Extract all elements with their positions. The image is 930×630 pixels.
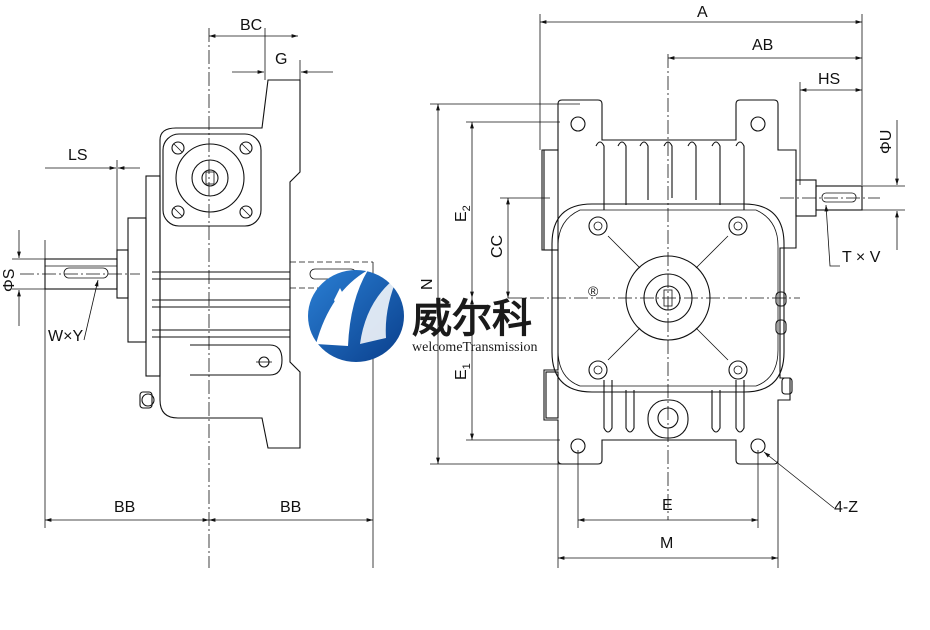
logo-english-text: welcomeTransmission [412, 340, 537, 355]
dim-cc-label: CC [489, 235, 506, 258]
dim-z-label: 4-Z [834, 499, 858, 516]
dim-wy-label: W×Y [48, 328, 83, 345]
dim-hs-label: HS [818, 71, 840, 88]
brand-logo: 威尔科 ® welcomeTransmission [308, 270, 599, 362]
dim-bb-left-label: BB [114, 499, 135, 516]
dim-g-label: G [275, 51, 287, 68]
dim-ab-label: AB [752, 37, 773, 54]
dim-s-label: ΦS [1, 269, 18, 292]
dim-bc-label: BC [240, 17, 262, 34]
side-view: BC G LS ΦS W×Y BB BB [1, 17, 374, 568]
dim-e-label: E [662, 497, 673, 514]
logo-chinese-text: 威尔科 [412, 296, 532, 342]
front-view: A AB HS ΦU T × V N E2 CC E1 E M [419, 4, 905, 568]
dim-m-label: M [660, 535, 673, 552]
dim-e1-label: E [453, 369, 470, 380]
dim-e2-subscript: 2 [461, 205, 473, 211]
logo-registered-mark: ® [588, 283, 599, 299]
dim-e2-label: E [453, 211, 470, 222]
dim-tv-label: T × V [842, 249, 881, 266]
dim-n-label: N [419, 278, 436, 290]
dim-e1-subscript: 1 [461, 363, 473, 369]
dim-ls-label: LS [68, 147, 88, 164]
dim-u-label: ΦU [878, 130, 895, 154]
logo-emblem-icon [308, 270, 404, 362]
svg-text:E1: E1 [453, 363, 473, 380]
dim-a-label: A [697, 4, 708, 21]
dim-bb-right-label: BB [280, 499, 301, 516]
svg-text:E2: E2 [453, 205, 473, 222]
